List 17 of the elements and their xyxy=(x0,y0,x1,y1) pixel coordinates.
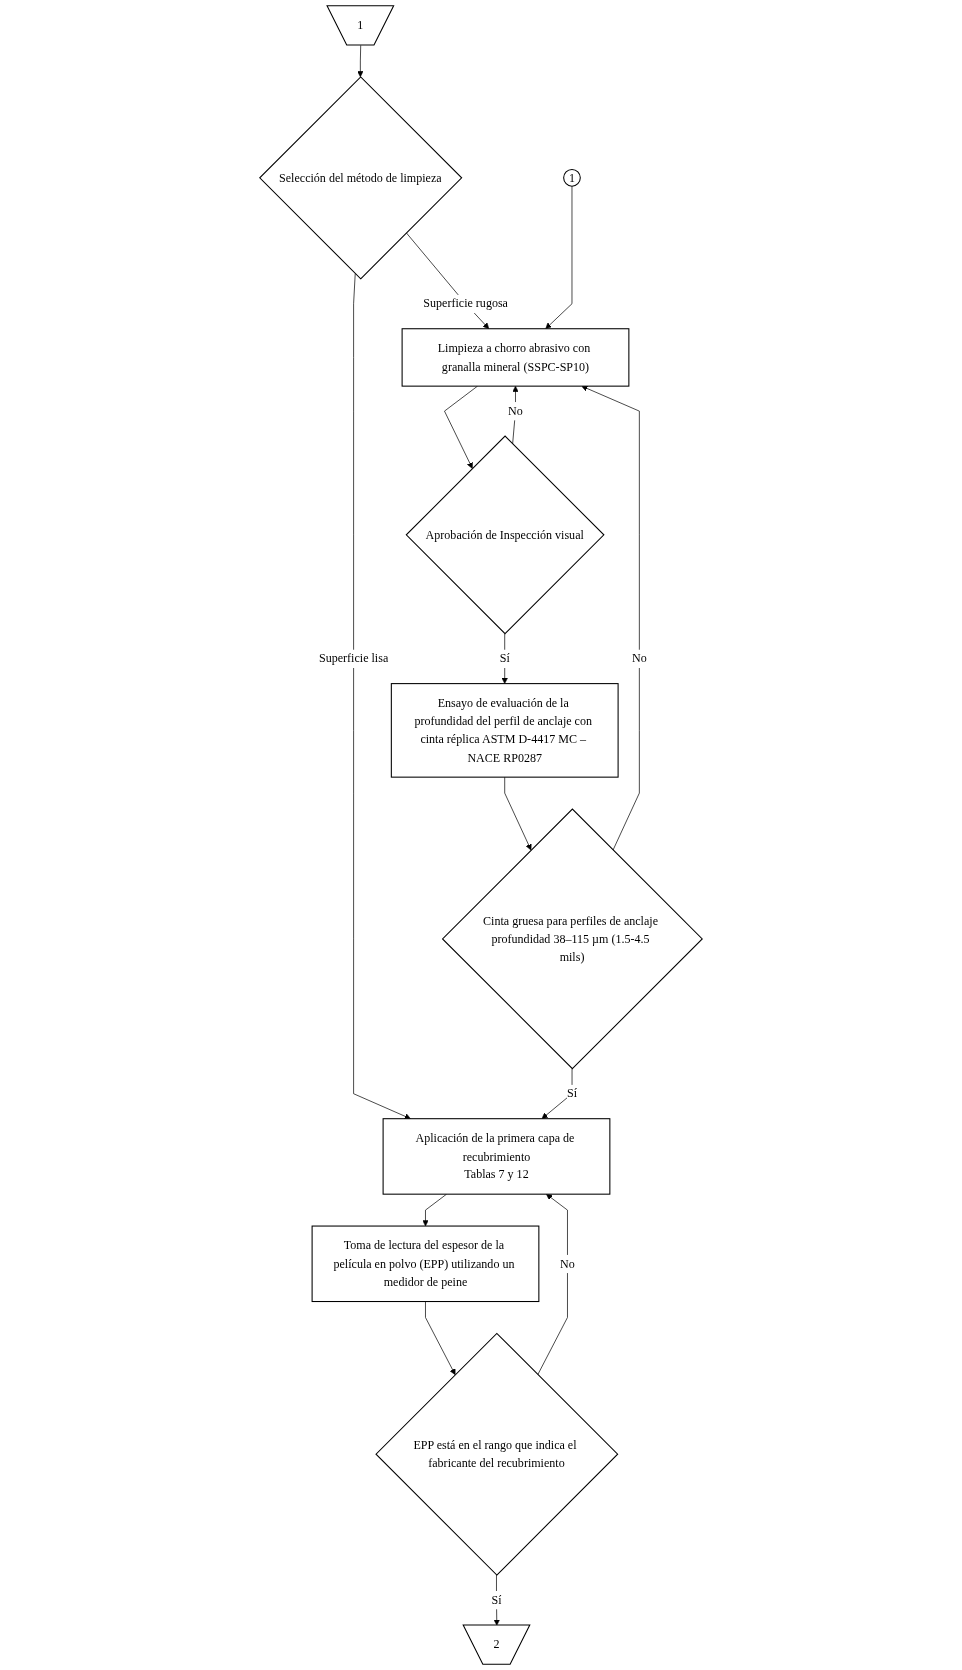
node-box: Limpieza a chorro abrasivo con granalla mineral (SSPC-SP10) xyxy=(401,328,630,387)
edge-label: No xyxy=(631,651,647,666)
edge-label: Sí xyxy=(491,1593,502,1607)
node-box: Ensayo de evaluación de la profundidad del perfil de anclaje con cinta réplica ASTM D-4417 MC – NACE RP0287 xyxy=(390,683,619,778)
node-diamond: Aprobación de Inspección visual xyxy=(405,435,605,635)
node-box: Aplicación de la primera capa de recubrimiento Tablas 7 y 12 xyxy=(382,1118,611,1195)
edge-label: Sí xyxy=(567,1086,578,1101)
edge-label: Superficie rugosa xyxy=(423,296,508,311)
edge-label: Superficie lisa xyxy=(318,651,389,666)
node-circle: 1 xyxy=(563,169,581,187)
node-diamond: EPP está en el rango que indica el fabricante del recubrimiento xyxy=(375,1332,619,1576)
edge-label: No xyxy=(508,404,523,418)
node-diamond: Selección del método de limpieza xyxy=(259,76,463,280)
node-box: Toma de lectura del espesor de la película en polvo (EPP) utilizando un medidor de peine xyxy=(311,1225,540,1303)
node-diamond: Cinta gruesa para perfiles de anclaje profundidad 38–115 µm (1.5-4.5 mils) xyxy=(441,808,703,1070)
edge-label: No xyxy=(560,1256,575,1271)
edge-label: Sí xyxy=(499,651,510,666)
